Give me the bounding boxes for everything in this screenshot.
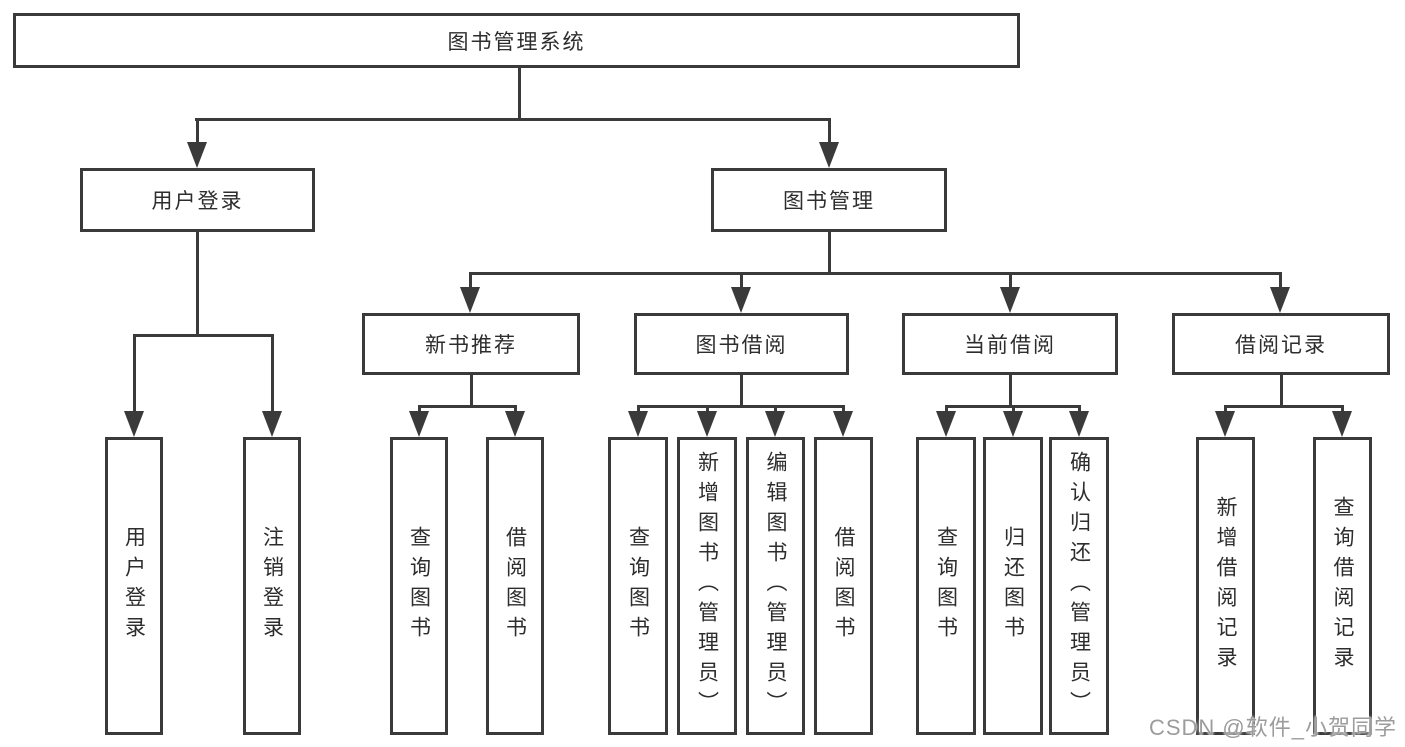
leaf-label: 注销登录 (260, 526, 284, 646)
leaf-borrow-books: 借阅图书 (814, 437, 873, 735)
connector-line (739, 375, 743, 407)
arrowhead-down-icon (936, 411, 956, 437)
arrowhead-down-icon (819, 142, 839, 168)
connector-line (841, 404, 845, 414)
connector-line (1279, 375, 1283, 407)
connector-line (944, 404, 948, 414)
leaf-confirm-return-admin: 确认归还（管理员） (1049, 437, 1109, 735)
leaf-label: 查询图书 (407, 526, 431, 646)
watermark-text: CSDN @软件_小贺同学 (1148, 715, 1397, 740)
node-label: 当前借阅 (964, 334, 1056, 357)
node-borrow-records: 借阅记录 (1172, 313, 1390, 375)
leaf-label: 新增借阅记录 (1214, 496, 1237, 676)
connector-line (705, 404, 709, 414)
node-current-borrow: 当前借阅 (902, 313, 1118, 375)
connector-line (518, 66, 521, 121)
arrowhead-down-icon (731, 287, 751, 313)
node-user-login: 用户登录 (80, 168, 315, 232)
leaf-query-books: 查询图书 (608, 437, 668, 735)
arrowhead-down-icon (765, 411, 785, 437)
connector-line (195, 118, 831, 121)
arrowhead-down-icon (1003, 411, 1023, 437)
connector-line (513, 404, 517, 414)
node-book-borrow: 图书借阅 (634, 313, 849, 375)
leaf-add-books-admin: 新增图书（管理员） (677, 437, 737, 735)
arrowhead-down-icon (1270, 287, 1290, 313)
node-label: 新书推荐 (425, 334, 517, 357)
leaf-query-borrow-record: 查询借阅记录 (1313, 437, 1372, 735)
arrowhead-down-icon (1069, 411, 1089, 437)
connector-line (195, 232, 199, 335)
node-new-book-recommend: 新书推荐 (362, 313, 580, 375)
arrowhead-down-icon (460, 287, 480, 313)
connector-line (132, 333, 136, 414)
leaf-label: 查询借阅记录 (1331, 496, 1354, 676)
leaf-return-books: 归还图书 (983, 437, 1043, 735)
leaf-logout: 注销登录 (243, 437, 301, 735)
arrowhead-down-icon (628, 411, 648, 437)
arrowhead-down-icon (1332, 411, 1352, 437)
connector-line (1011, 404, 1015, 414)
connector-line (827, 118, 831, 146)
leaf-user-login: 用户登录 (105, 437, 163, 735)
leaf-add-borrow-record: 新增借阅记录 (1196, 437, 1255, 735)
arrowhead-down-icon (505, 411, 525, 437)
leaf-label: 查询图书 (934, 526, 958, 646)
arrowhead-down-icon (262, 411, 282, 437)
connector-line (417, 404, 421, 414)
connector-line (195, 118, 199, 146)
leaf-borrow-books: 借阅图书 (486, 437, 544, 735)
connector-line (636, 404, 845, 408)
node-label: 图书借阅 (695, 334, 788, 357)
leaf-edit-books-admin: 编辑图书（管理员） (746, 437, 805, 735)
leaf-label: 用户登录 (122, 526, 146, 646)
connector-line (468, 271, 1282, 275)
leaf-query-books: 查询图书 (916, 437, 976, 735)
arrowhead-down-icon (833, 411, 853, 437)
leaf-label: 新增图书（管理员） (695, 451, 719, 721)
node-label: 图书管理系统 (447, 30, 586, 54)
arrowhead-down-icon (124, 411, 144, 437)
leaf-label: 查询图书 (626, 526, 650, 646)
leaf-label: 确认归还（管理员） (1067, 451, 1091, 721)
arrowhead-down-icon (409, 411, 429, 437)
node-label: 用户登录 (151, 190, 244, 213)
arrowhead-down-icon (1000, 287, 1020, 313)
node-label: 借阅记录 (1235, 334, 1327, 357)
connector-line (773, 404, 777, 414)
leaf-query-books: 查询图书 (390, 437, 448, 735)
node-book-management: 图书管理 (711, 168, 947, 232)
connector-line (636, 404, 640, 414)
connector-line (469, 375, 473, 407)
connector-line (1008, 271, 1012, 290)
leaf-label: 借阅图书 (503, 526, 527, 646)
connector-line (132, 333, 274, 337)
leaf-label: 编辑图书（管理员） (764, 451, 787, 721)
leaf-label: 借阅图书 (832, 526, 855, 646)
arrowhead-down-icon (1215, 411, 1235, 437)
leaf-label: 归还图书 (1001, 526, 1025, 646)
node-book-management-system: 图书管理系统 (13, 13, 1020, 68)
connector-line (270, 333, 274, 414)
arrowhead-down-icon (697, 411, 717, 437)
connector-line (417, 404, 517, 408)
connector-line (1077, 404, 1081, 414)
connector-line (827, 232, 831, 274)
connector-line (1340, 404, 1344, 414)
connector-line (739, 271, 743, 290)
connector-line (468, 271, 472, 290)
connector-line (1223, 404, 1344, 408)
arrowhead-down-icon (187, 142, 207, 168)
connector-line (1278, 271, 1282, 290)
node-label: 图书管理 (783, 190, 875, 213)
connector-line (1223, 404, 1227, 414)
connector-line (1008, 375, 1012, 407)
